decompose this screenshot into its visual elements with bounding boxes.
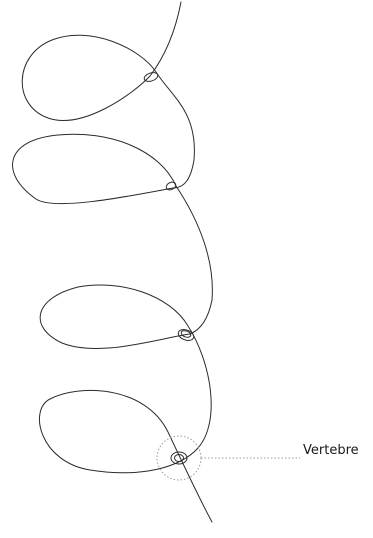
looping-curve — [13, 2, 213, 522]
knot-2 — [165, 181, 177, 192]
callout-label: Vertebre — [303, 443, 359, 458]
callout-circle — [157, 436, 201, 480]
